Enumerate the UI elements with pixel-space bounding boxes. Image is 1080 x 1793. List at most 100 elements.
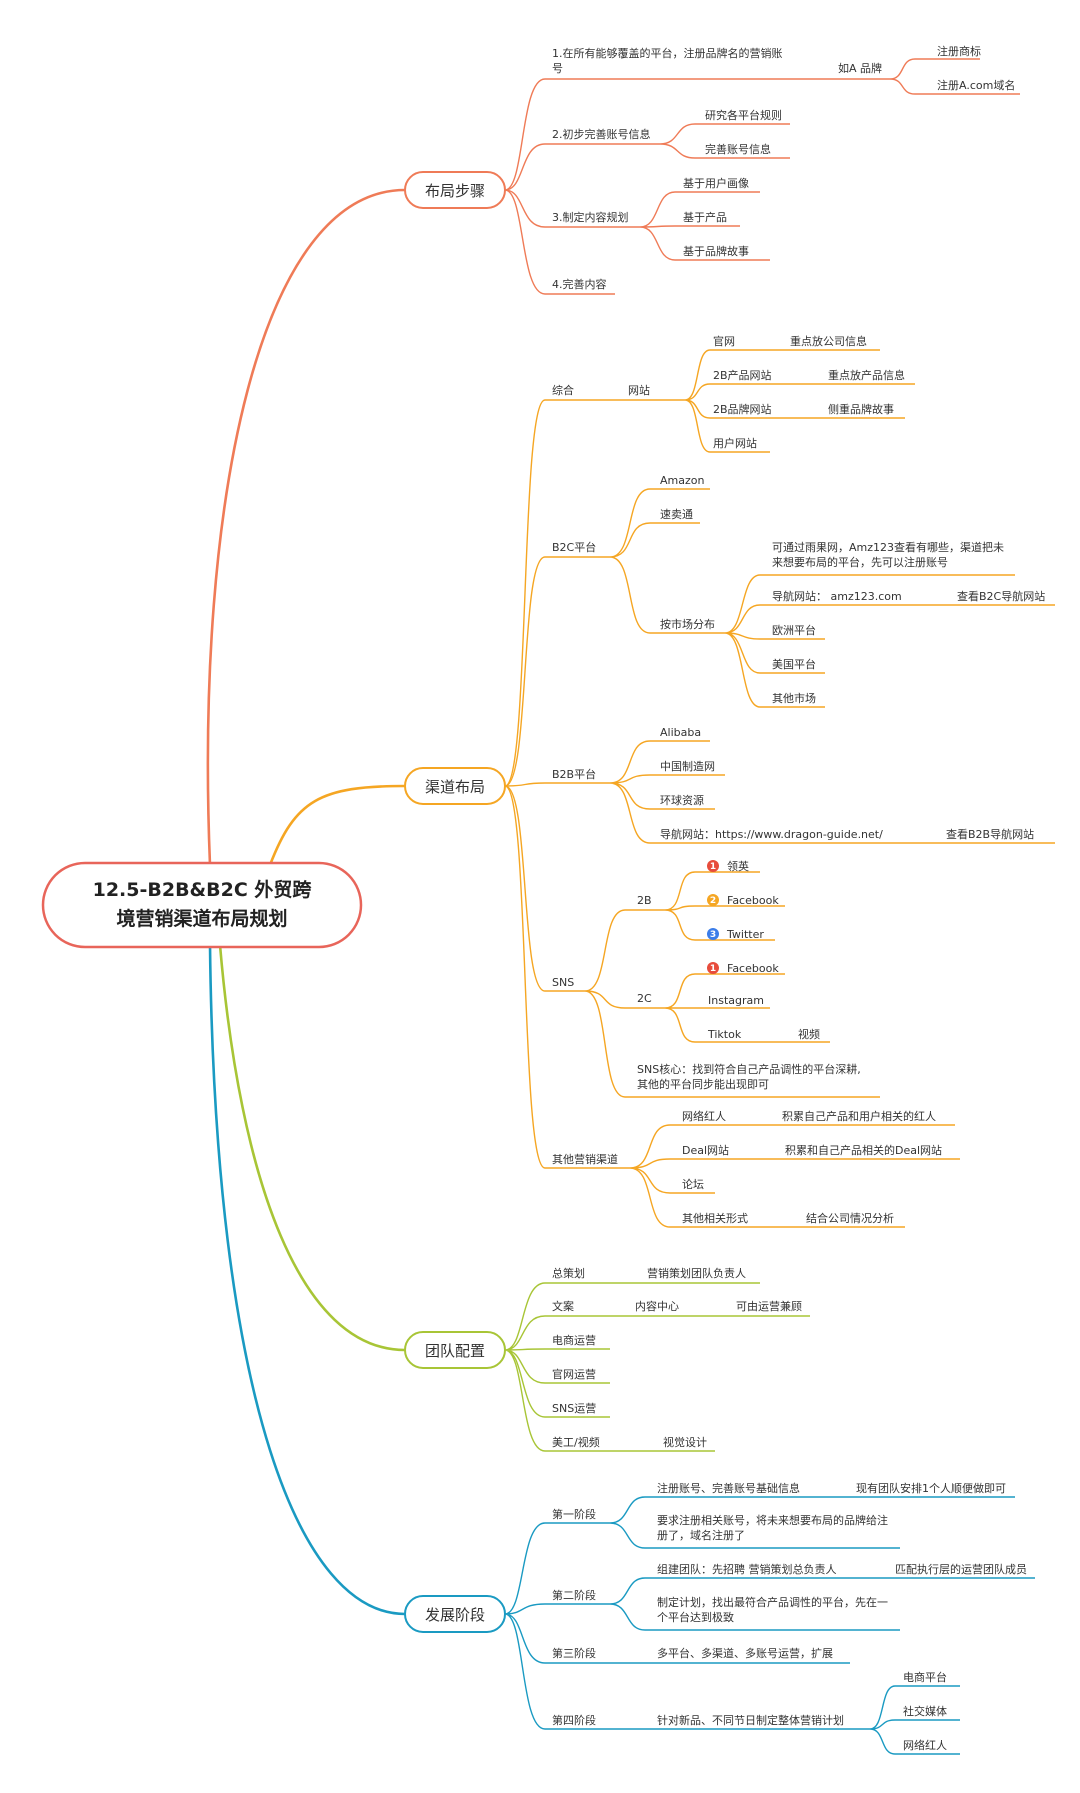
team-art-d: 视觉设计 bbox=[663, 1435, 707, 1449]
stage-s4-c1: 电商平台 bbox=[903, 1670, 947, 1684]
stage-s2-a-d: 匹配执行层的运营团队成员 bbox=[895, 1562, 1027, 1576]
stage-s2-a: 组建团队：先招聘 营销策划总负责人 bbox=[657, 1562, 837, 1576]
stage-s1-a: 注册账号、完善账号基础信息 bbox=[657, 1481, 800, 1495]
channel-usa: 美国平台 bbox=[772, 657, 816, 671]
connector-layout-n2 bbox=[504, 143, 660, 191]
connector-layout-n3 bbox=[504, 189, 640, 228]
team-ecom: 电商运营 bbox=[552, 1333, 596, 1347]
branch-label-team: 团队配置 bbox=[425, 1342, 485, 1360]
connector-root-layout bbox=[206, 188, 406, 866]
layout-n1-brand: 如A 品牌 bbox=[838, 61, 882, 75]
connector-n1-children bbox=[835, 58, 1020, 95]
layout-n2: 2.初步完善账号信息 bbox=[552, 127, 651, 141]
team-site-ops: 官网运营 bbox=[552, 1367, 596, 1381]
badge-1-2c-text: 1 bbox=[710, 964, 716, 974]
channel-other-form-d: 结合公司情况分析 bbox=[806, 1211, 894, 1225]
root-title-line1: 12.5-B2B&B2C 外贸跨 bbox=[93, 878, 313, 901]
channel-site: 网站 bbox=[628, 383, 650, 397]
connector-root-channel bbox=[268, 784, 406, 866]
branch-stage: 发展阶段 第一阶段 注册账号、完善账号基础信息 现有团队安排1个人顺便做即可 要… bbox=[404, 1481, 1035, 1755]
layout-n4: 4.完善内容 bbox=[552, 277, 607, 291]
channel-made-in-china: 中国制造网 bbox=[660, 759, 715, 773]
channel-site-user: 用户网站 bbox=[713, 436, 757, 450]
connector-sns-2c-children bbox=[664, 973, 830, 1043]
badge-2 bbox=[707, 894, 719, 906]
channel-site-2bbrand: 2B品牌网站 bbox=[713, 402, 772, 416]
connector-stage-children bbox=[504, 1522, 870, 1730]
stage-s3: 第三阶段 bbox=[552, 1646, 596, 1660]
channel-site-guanwang: 官网 bbox=[713, 334, 735, 348]
badge-1-2c bbox=[707, 962, 719, 974]
badge-1 bbox=[707, 860, 719, 872]
layout-n1-line2: 号 bbox=[552, 62, 563, 75]
channel-europe: 欧洲平台 bbox=[772, 623, 816, 637]
branch-team: 团队配置 总策划 营销策划团队负责人 文案 内容中心 可由运营兼顾 电商运营 官… bbox=[404, 1266, 810, 1452]
connector-s4-children bbox=[869, 1685, 960, 1755]
connector-market-children bbox=[724, 574, 1055, 708]
connector-b2b-children bbox=[609, 740, 1055, 844]
connector-n3-children bbox=[639, 191, 770, 261]
stage-s1-b-2: 册了，域名注册了 bbox=[657, 1528, 745, 1542]
connector-channel-b2c bbox=[504, 556, 610, 787]
channel-sns-2b-1: 领英 bbox=[727, 859, 749, 873]
stage-s2-b-1: 制定计划，找出最符合产品调性的平台，先在一 bbox=[657, 1595, 888, 1609]
stage-s4-c2: 社交媒体 bbox=[903, 1704, 947, 1718]
channel-by-market: 按市场分布 bbox=[660, 617, 715, 631]
team-copy-d: 内容中心 bbox=[635, 1299, 679, 1313]
channel-nav-site-d: 查看B2C导航网站 bbox=[957, 589, 1045, 603]
channel-sns-2c-3-d: 视频 bbox=[798, 1027, 820, 1041]
connector-channel-other bbox=[504, 785, 630, 1169]
layout-n1-line1: 1.在所有能够覆盖的平台，注册品牌名的营销账 bbox=[552, 46, 783, 60]
channel-zonghe: 综合 bbox=[552, 383, 574, 397]
connector-root-team bbox=[218, 944, 406, 1352]
root-node[interactable] bbox=[41, 861, 363, 949]
stage-s1: 第一阶段 bbox=[552, 1507, 596, 1521]
connector-channel-sns bbox=[504, 785, 585, 992]
branch-label-layout: 布局步骤 bbox=[425, 182, 485, 200]
connector-layout-n4 bbox=[504, 189, 615, 295]
stage-s3-a: 多平台、多渠道、多账号运营，扩展 bbox=[657, 1646, 833, 1660]
channel-b2c: B2C平台 bbox=[552, 540, 596, 554]
channel-site-2bprod-d: 重点放产品信息 bbox=[828, 368, 905, 382]
connector-s1-children bbox=[609, 1496, 1015, 1549]
channel-sns-2c: 2C bbox=[637, 992, 652, 1005]
branch-label-stage: 发展阶段 bbox=[425, 1606, 485, 1624]
channel-deal-d: 积累和自己产品相关的Deal网站 bbox=[785, 1143, 942, 1157]
channel-site-guanwang-d: 重点放公司信息 bbox=[790, 334, 867, 348]
connector-n2-children bbox=[659, 123, 790, 159]
channel-site-2bprod: 2B产品网站 bbox=[713, 368, 772, 382]
channel-sumaitong: 速卖通 bbox=[660, 508, 693, 521]
connector-sns-children bbox=[584, 909, 880, 1098]
badge-2-text: 2 bbox=[710, 896, 716, 906]
channel-global-sources: 环球资源 bbox=[660, 793, 704, 807]
channel-sns-core-2: 其他的平台同步能出现即可 bbox=[637, 1077, 769, 1091]
layout-n3-c3: 基于品牌故事 bbox=[683, 244, 749, 258]
layout-n2-c2: 完善账号信息 bbox=[705, 142, 771, 156]
stage-s4-a: 针对新品、不同节日制定整体营销计划 bbox=[657, 1713, 844, 1727]
layout-n1-c1: 注册商标 bbox=[937, 44, 981, 58]
channel-deal: Deal网站 bbox=[682, 1143, 729, 1157]
channel-amazon: Amazon bbox=[660, 474, 704, 487]
channel-market-note-1: 可通过雨果网，Amz123查看有哪些，渠道把未 bbox=[772, 540, 1004, 554]
channel-sns-2b-3: Twitter bbox=[726, 928, 764, 941]
channel-alibaba: Alibaba bbox=[660, 726, 701, 739]
channel-b2b: B2B平台 bbox=[552, 767, 596, 781]
connector-other-children bbox=[629, 1124, 960, 1228]
channel-b2b-nav-d: 查看B2B导航网站 bbox=[946, 827, 1034, 841]
branch-channel: 渠道布局 综合 网站 官网 重点放公司信息 2B产品网站 重点放产品信息 2B品… bbox=[404, 334, 1055, 1228]
channel-other-market: 其他市场 bbox=[772, 691, 816, 705]
team-planner: 总策划 bbox=[552, 1266, 585, 1280]
connector-root-stage bbox=[208, 944, 406, 1616]
connector-team-children bbox=[504, 1282, 810, 1452]
stage-s1-b-1: 要求注册相关账号，将未来想要布局的品牌给注 bbox=[657, 1513, 888, 1527]
connector-channel-b2b bbox=[504, 782, 610, 787]
team-sns-ops: SNS运营 bbox=[552, 1401, 596, 1415]
team-copy: 文案 bbox=[552, 1299, 574, 1313]
stage-s4-c3: 网络红人 bbox=[903, 1738, 947, 1752]
channel-sns-2c-1: Facebook bbox=[727, 962, 779, 975]
connector-channel-zonghe bbox=[504, 399, 685, 787]
layout-n1-c2: 注册A.com域名 bbox=[937, 78, 1015, 92]
badge-3 bbox=[707, 928, 719, 940]
connector-s2-children bbox=[609, 1577, 1035, 1631]
